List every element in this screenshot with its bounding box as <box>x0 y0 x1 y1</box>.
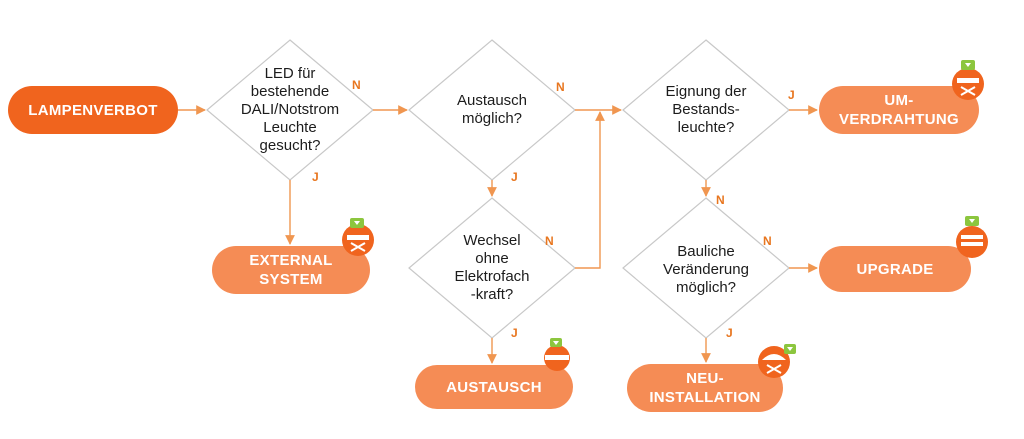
lamp-tools-icon <box>342 218 374 256</box>
lamp-upgrade-icon <box>956 216 988 258</box>
start-node-lampenverbot: LAMPENVERBOT <box>8 86 178 134</box>
question-wechsel-ohne-elektrofachkraft: Wechsel ohne Elektrofach -kraft? <box>454 232 530 303</box>
connector <box>575 111 605 269</box>
question-led-dali: LED für bestehende DALI/Notstrom Leuchte… <box>240 65 340 154</box>
lamp-tube-icon <box>544 338 570 371</box>
question-eignung-bestandsleuchte: Eignung der Bestands- leuchte? <box>665 83 747 136</box>
edge-label-no: N <box>763 234 772 248</box>
edge-label-no: N <box>352 78 361 92</box>
outcome-external-system: EXTERNAL SYSTEM <box>212 246 370 294</box>
outcome-austausch: AUSTAUSCH <box>415 365 573 409</box>
lamp-tools-icon <box>952 60 984 100</box>
question-bauliche-veraenderung: Bauliche Veränderung möglich? <box>663 243 749 296</box>
edge-label-no: N <box>545 234 554 248</box>
edge-label-yes: J <box>511 326 518 340</box>
edge-label-yes: J <box>511 170 518 184</box>
edge-label-yes: J <box>788 88 795 102</box>
question-austausch-moeglich: Austausch möglich? <box>456 92 528 127</box>
outcome-umverdrahtung: UM- VERDRAHTUNG <box>819 86 979 134</box>
outcome-neuinstallation: NEU- INSTALLATION <box>627 364 783 412</box>
outcome-upgrade: UPGRADE <box>819 246 971 292</box>
ceiling-lamp-icon <box>758 344 796 378</box>
edge-label-no: N <box>716 193 725 207</box>
edge-label-no: N <box>556 80 565 94</box>
edge-label-yes: J <box>312 170 319 184</box>
edge-label-yes: J <box>726 326 733 340</box>
